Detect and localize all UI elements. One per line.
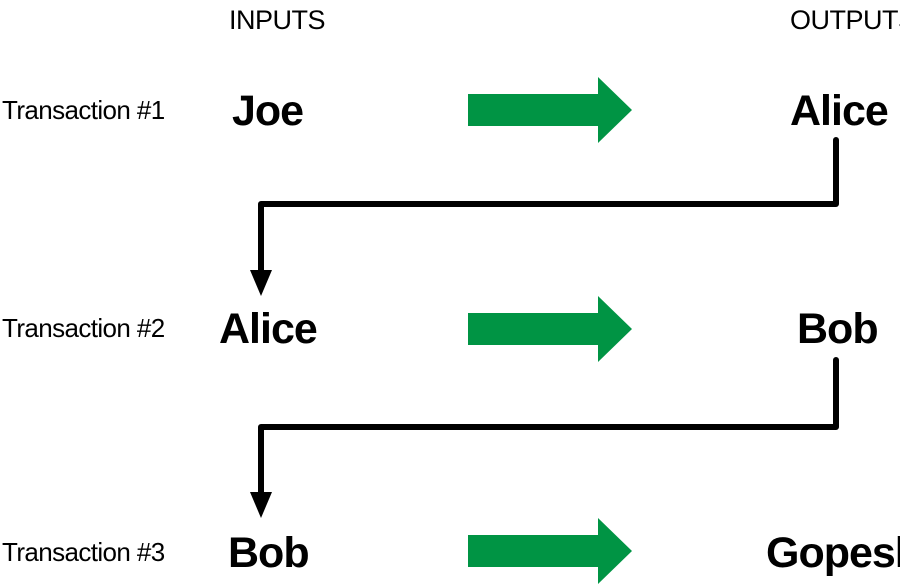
right-arrow-icon [468,77,632,143]
output-name-2: Bob [797,305,878,353]
right-arrow-icon [468,518,632,584]
input-name-3: Bob [228,529,309,577]
transaction-label-3: Transaction #3 [2,537,165,567]
elbow-connector-line [258,137,839,275]
transaction-label-1: Transaction #1 [2,95,165,125]
output-name-3: Gopesh [766,529,900,577]
down-arrow-icon [250,270,272,296]
right-arrow-icon [468,296,632,362]
chain-connector-2 [250,357,839,518]
transaction-label-2: Transaction #2 [2,313,165,343]
transaction-row-1: Transaction #1 Joe Alice [2,77,889,143]
transaction-row-3: Transaction #3 Bob Gopesh [2,518,900,584]
inputs-header: INPUTS [229,5,325,35]
elbow-connector-line [258,357,839,497]
transaction-row-2: Transaction #2 Alice Bob [2,296,879,362]
down-arrow-icon [250,492,272,518]
input-name-2: Alice [219,305,317,353]
chain-connector-1 [250,137,839,296]
output-name-1: Alice [790,87,888,135]
input-name-1: Joe [232,87,303,135]
outputs-header: OUTPUTS [790,5,900,35]
